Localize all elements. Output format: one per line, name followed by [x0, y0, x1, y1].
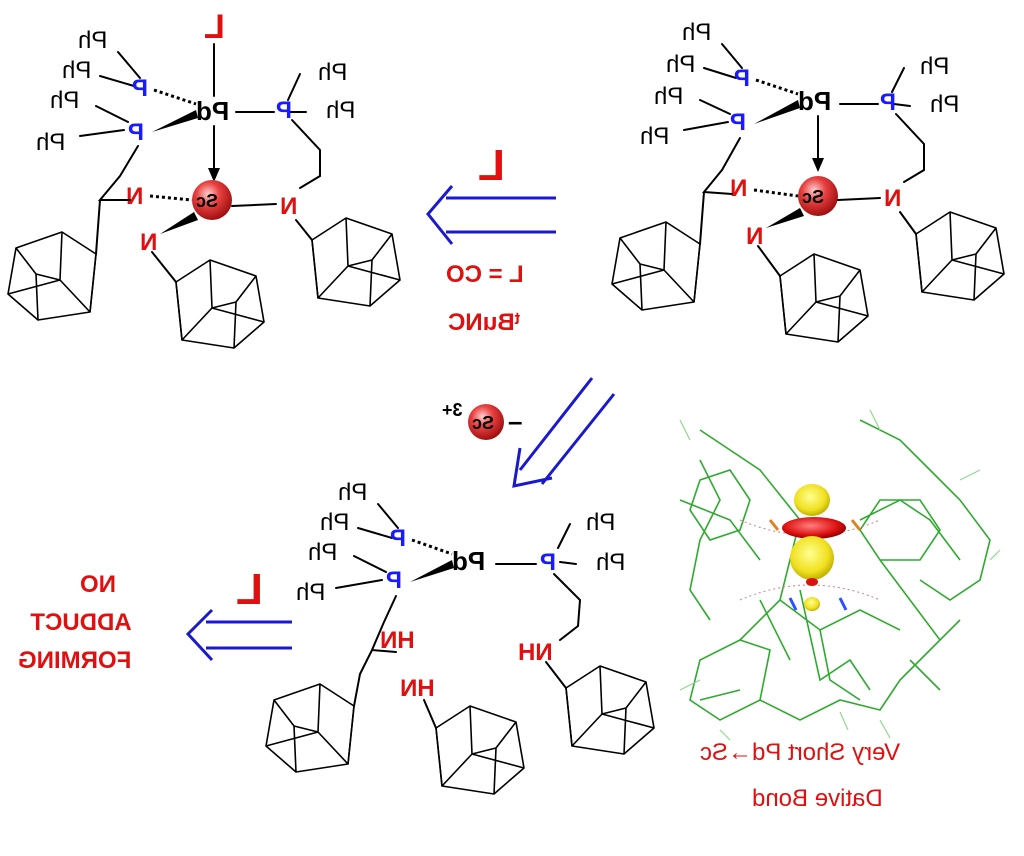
- phenyl-label: Ph: [308, 539, 337, 566]
- nitrogen-atom: N: [884, 185, 901, 212]
- ligand-L-reagent: L: [236, 565, 263, 614]
- ligand-definition: L = CO: [446, 261, 524, 288]
- tert-butyl-isocyanide-label: ᵗBuNC: [448, 309, 520, 336]
- phosphorus-atom: P: [128, 119, 144, 146]
- scandium-addition-arrow: Sc 3+ –: [442, 377, 616, 488]
- phenyl-label: Ph: [78, 27, 107, 54]
- amine-nh: NH: [518, 639, 553, 666]
- bond-dash: –: [508, 406, 522, 436]
- amine-nh: HN: [400, 675, 435, 702]
- ligand-L-reagent: L: [478, 141, 505, 190]
- no-adduct-text: NO: [80, 571, 116, 598]
- palladium-atom: Pd: [452, 546, 485, 576]
- phenyl-label: Ph: [296, 579, 325, 606]
- phosphorus-atom: P: [730, 109, 746, 136]
- orbital-small-red: [806, 578, 818, 586]
- ligand-addition-arrow: L L = CO ᵗBuNC: [426, 141, 556, 336]
- phenyl-label: Ph: [596, 549, 625, 576]
- no-adduct-arrow: L NO ADDUCT FORMING: [18, 565, 292, 674]
- phosphorus-atom: P: [386, 567, 402, 594]
- phenyl-label: Ph: [318, 59, 347, 86]
- caption-line-2: Dative Bond: [752, 785, 883, 812]
- scandium-label: Sc: [196, 191, 218, 211]
- nitrogen-atom: N: [126, 183, 143, 210]
- caption-line-1: Very Short Pd→Sc: [700, 739, 900, 766]
- phenyl-label: Ph: [666, 51, 695, 78]
- stick-model: [679, 409, 1001, 741]
- phenyl-label: Ph: [36, 129, 65, 156]
- scandium-label: Sc: [472, 413, 494, 433]
- phenyl-label: Ph: [682, 19, 711, 46]
- palladium-atom: Pd: [798, 86, 831, 116]
- phosphorus-atom: P: [390, 525, 406, 552]
- phenyl-label: Ph: [338, 479, 367, 506]
- ligand-L-label: L: [204, 8, 225, 46]
- orbital-lobe-yellow: [794, 484, 830, 516]
- palladium-atom: Pd: [196, 96, 229, 126]
- phosphorus-atom: P: [880, 89, 896, 116]
- scandium-sphere: [798, 176, 838, 216]
- scandium-sphere: [192, 180, 232, 220]
- phosphorus-atom: P: [276, 97, 292, 124]
- nitrogen-atom: N: [746, 223, 763, 250]
- phenyl-label: Ph: [320, 509, 349, 536]
- orbital-small-yellow: [804, 597, 820, 611]
- phenyl-label: Ph: [586, 509, 615, 536]
- nitrogen-atom: N: [280, 193, 297, 220]
- phosphorus-atom: P: [132, 75, 148, 102]
- phosphorus-atom: P: [540, 549, 556, 576]
- no-adduct-text: FORMING: [18, 647, 131, 674]
- phenyl-label: Ph: [654, 83, 683, 110]
- phenyl-label: Ph: [326, 97, 355, 124]
- adduct-complex: Ph Ph Ph Ph Ph Ph P P P Pd L Sc N N N: [7, 8, 401, 349]
- no-adduct-text: ADDUCT: [30, 609, 132, 636]
- phenyl-label: Ph: [930, 91, 959, 118]
- phenyl-label: Ph: [640, 123, 669, 150]
- scandium-palladium-complex: Ph Ph Ph Ph Ph Ph P P P Pd Sc N N N: [611, 19, 1005, 343]
- phenyl-label: Ph: [62, 57, 91, 84]
- palladium-ligand-complex: Ph Ph Ph Ph Ph Ph P P P Pd HN HN NH: [265, 479, 655, 795]
- nitrogen-atom: N: [730, 175, 747, 202]
- amine-nh: HN: [380, 627, 415, 654]
- charge-label: 3+: [442, 400, 463, 420]
- nitrogen-atom: N: [140, 229, 157, 256]
- computed-orbital-render: [679, 409, 1001, 741]
- orbital-lobe-yellow: [790, 536, 834, 580]
- orbital-torus-red: [782, 517, 846, 539]
- phosphorus-atom: P: [734, 65, 750, 92]
- scandium-label: Sc: [802, 187, 824, 207]
- scandium-reagent-sphere: [468, 404, 504, 440]
- phenyl-label: Ph: [920, 53, 949, 80]
- phenyl-label: Ph: [50, 87, 79, 114]
